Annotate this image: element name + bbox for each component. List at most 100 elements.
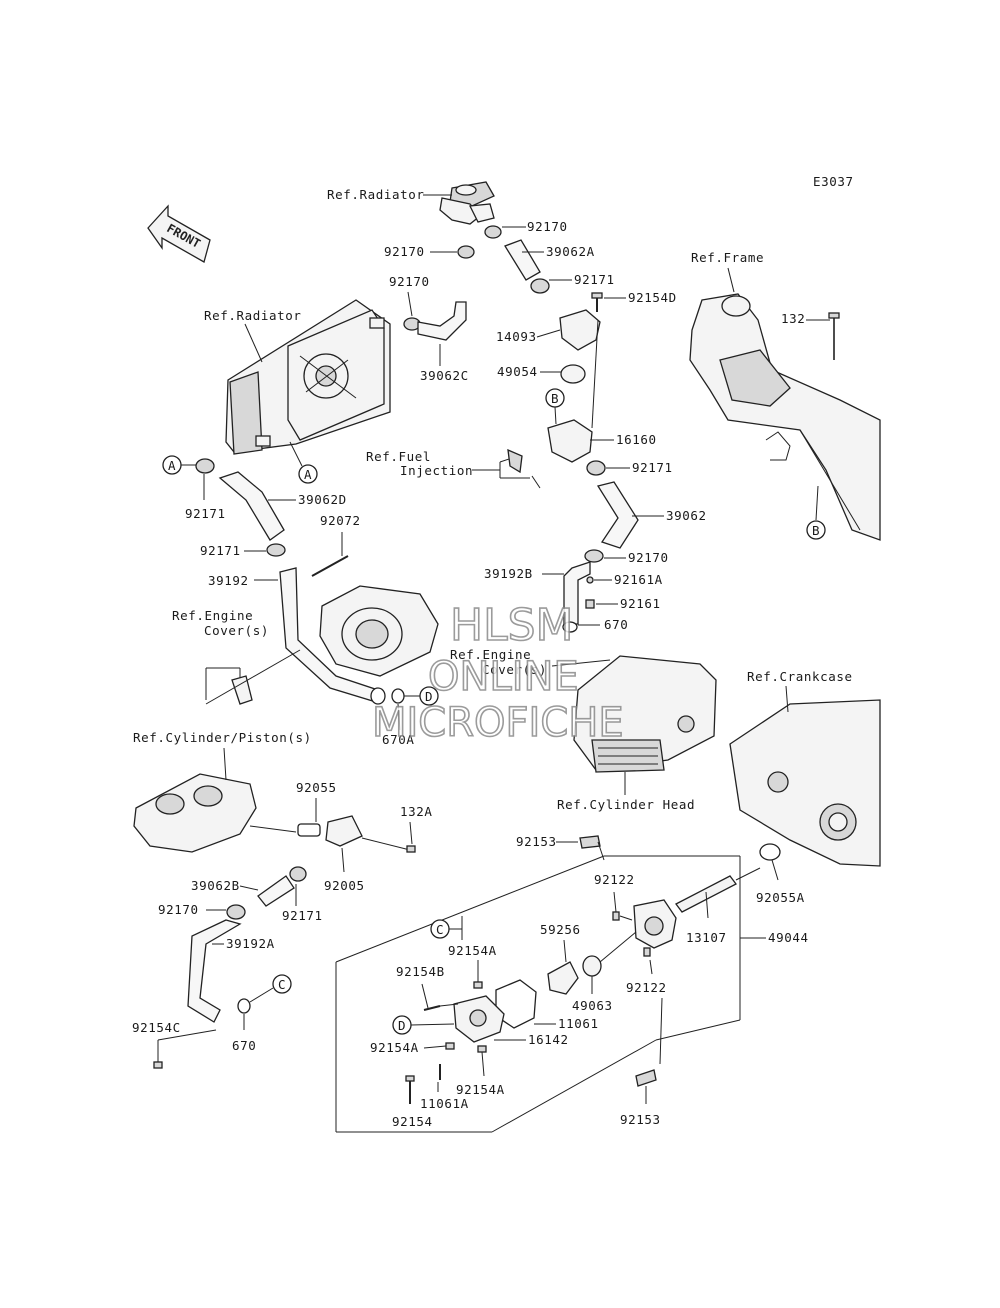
label-92154A-top: 92154A — [448, 943, 497, 958]
water-pump-group-frame — [335, 855, 741, 1133]
label-92154D: 92154D — [628, 290, 677, 305]
label-39192A: 39192A — [226, 936, 275, 951]
label-39192: 39192 — [208, 573, 249, 588]
clamp-92171-a — [195, 458, 215, 474]
ref-fuel-injection-label-2: Injection — [400, 463, 473, 478]
label-16160: 16160 — [616, 432, 657, 447]
label-92153-low: 92153 — [620, 1112, 661, 1127]
label-92170-top: 92170 — [527, 219, 568, 234]
label-39062C: 39062C — [420, 368, 469, 383]
label-13107: 13107 — [686, 930, 727, 945]
label-132: 132 — [781, 311, 805, 326]
seal-49063 — [582, 955, 602, 977]
label-92171-low: 92171 — [282, 908, 323, 923]
front-arrow: FRONT — [147, 204, 211, 263]
watermark-line3: MICROFICHE — [372, 700, 624, 746]
hose-39062C — [417, 301, 467, 341]
callout-c-label-1: C — [278, 977, 286, 992]
callout-c-label-2: C — [436, 922, 444, 937]
clamp-92170-left — [457, 245, 475, 259]
label-92171-top: 92171 — [574, 272, 615, 287]
engine-cover-left — [319, 585, 439, 677]
frame — [689, 293, 881, 541]
label-49054: 49054 — [497, 364, 538, 379]
label-670-low: 670 — [232, 1038, 256, 1053]
thermostat-cover-14093 — [559, 309, 601, 351]
cylinder-block — [133, 773, 257, 853]
label-11061A: 11061A — [420, 1096, 469, 1111]
label-92055: 92055 — [296, 780, 337, 795]
label-92153-top: 92153 — [516, 834, 557, 849]
ref-cylinder-head-label: Ref.Cylinder Head — [557, 797, 695, 812]
hose-39062D — [218, 471, 285, 541]
label-92122-top: 92122 — [594, 872, 635, 887]
label-39062D: 39062D — [298, 492, 347, 507]
radiator — [225, 299, 391, 455]
hose-39062A — [504, 239, 541, 281]
label-16142: 16142 — [528, 1032, 569, 1047]
clamp-92171-mid — [586, 460, 606, 476]
label-92055A: 92055A — [756, 890, 805, 905]
ref-engine-cover-mid-1: Ref.Engine — [450, 647, 531, 662]
label-11061: 11061 — [558, 1016, 599, 1031]
ref-engine-cover-mid-2: Cover(s) — [482, 662, 547, 677]
cylinder-head — [573, 655, 717, 773]
hose-39062 — [596, 481, 639, 549]
label-59256: 59256 — [540, 922, 581, 937]
label-92161A: 92161A — [614, 572, 663, 587]
label-92171-a: 92171 — [185, 506, 226, 521]
clamp-92170-top — [484, 225, 502, 239]
label-670: 670 — [604, 617, 628, 632]
ref-engine-cover-left-1: Ref.Engine — [172, 608, 253, 623]
ref-fuel-injection-label-1: Ref.Fuel — [366, 449, 431, 464]
ref-radiator-label: Ref.Radiator — [204, 308, 302, 323]
watermark: HLSM ONLINE MICROFICHE — [371, 599, 624, 747]
callout-a-label-1: A — [304, 467, 312, 482]
label-92154B: 92154B — [396, 964, 445, 979]
thermostat-49054 — [560, 364, 586, 384]
ref-crankcase-label: Ref.Crankcase — [747, 669, 853, 684]
label-92171-b: 92171 — [200, 543, 241, 558]
callout-a-label-2: A — [168, 458, 176, 473]
label-132A: 132A — [400, 804, 433, 819]
crankcase — [729, 699, 881, 867]
hose-39062B — [257, 875, 295, 907]
label-92122-low: 92122 — [626, 980, 667, 995]
label-92171-mid: 92171 — [632, 460, 673, 475]
ref-cylinder-piston-label: Ref.Cylinder/Piston(s) — [133, 730, 312, 745]
radiator-cap-outlet — [439, 181, 495, 225]
callout-d-label-2: D — [398, 1018, 406, 1033]
label-92154C: 92154C — [132, 1020, 181, 1035]
label-39062: 39062 — [666, 508, 707, 523]
label-92170-low: 92170 — [158, 902, 199, 917]
clamp-92170-mid — [584, 549, 604, 563]
label-92154: 92154 — [392, 1114, 433, 1129]
label-92005: 92005 — [324, 878, 365, 893]
callout-b-label-2: B — [812, 523, 820, 538]
label-39062A: 39062A — [546, 244, 595, 259]
label-92154A-low: 92154A — [456, 1082, 505, 1097]
clamp-92171-top — [530, 278, 550, 294]
label-670A: 670A — [382, 732, 415, 747]
temp-sensor — [507, 448, 523, 474]
label-92161: 92161 — [620, 596, 661, 611]
label-14093: 14093 — [496, 329, 537, 344]
callout-d-label-1: D — [425, 689, 433, 704]
impeller-59256 — [547, 961, 579, 995]
ref-radiator-top-label: Ref.Radiator — [327, 187, 425, 202]
callout-b-label-1: B — [551, 391, 559, 406]
housing-16160 — [547, 419, 593, 463]
label-39192B: 39192B — [484, 566, 533, 581]
watermark-line1: HLSM — [450, 600, 574, 651]
label-49044: 49044 — [768, 930, 809, 945]
pipe-39192B — [563, 561, 591, 625]
ref-engine-cover-left-2: Cover(s) — [204, 623, 269, 638]
watermark-line2: ONLINE — [428, 654, 579, 700]
label-92170-left2: 92170 — [389, 274, 430, 289]
label-92072: 92072 — [320, 513, 361, 528]
diagram-code: E3037 — [813, 174, 854, 189]
label-92170-mid: 92170 — [628, 550, 669, 565]
label-49063: 49063 — [572, 998, 613, 1013]
label-92170-left: 92170 — [384, 244, 425, 259]
